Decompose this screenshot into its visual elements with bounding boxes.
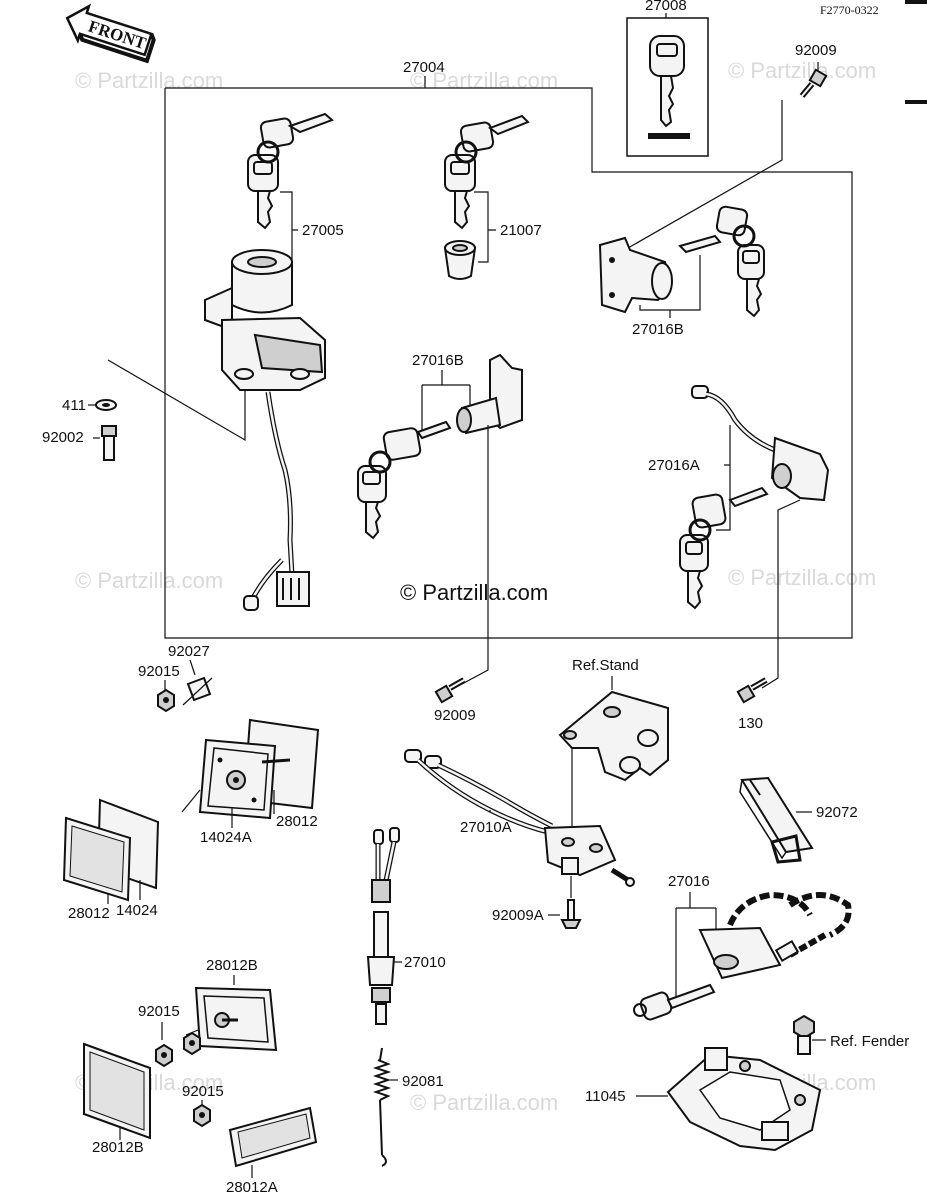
washer-411-hole [102, 403, 110, 407]
label-21007: 21007 [500, 222, 542, 239]
label-27008: 27008 [645, 0, 687, 14]
label-92081: 92081 [402, 1073, 444, 1090]
bolt-92002-icon [101, 425, 117, 461]
leader-92027-92015 [164, 659, 196, 690]
label-92009A: 92009A [492, 907, 544, 924]
label-92072: 92072 [816, 804, 858, 821]
edge-mark-top [905, 0, 927, 4]
leader-92009-to-lock [627, 100, 783, 249]
stand-bracket-icon [558, 690, 669, 782]
nut-92015-c-icon [193, 1103, 211, 1128]
leader-14024A-diag [181, 789, 201, 813]
reflector-left-icon [62, 798, 160, 902]
leader-411-92002 [107, 359, 246, 442]
leader-92009-mid-up [461, 425, 489, 685]
blank-key-icon [649, 35, 685, 128]
helmet-lock-cable-icon [679, 385, 830, 610]
label-27016B-right: 27016B [632, 321, 684, 338]
label-92009-top: 92009 [795, 42, 837, 59]
front-arrow-icon: FRONT [65, 3, 156, 64]
assembly-frame [164, 87, 853, 639]
ignition-keys-icon [247, 112, 334, 230]
key-tag-bar [648, 133, 690, 139]
label-11045: 11045 [585, 1088, 626, 1105]
stand-switch-icon [404, 749, 635, 887]
label-28012A: 28012A [226, 1179, 278, 1196]
leader-27016A [716, 425, 731, 531]
leader-21007 [474, 191, 496, 263]
screw-92009A-icon [560, 899, 582, 929]
bolt-92009-mid-icon [434, 677, 466, 704]
lock-cylinder-icon [443, 240, 477, 280]
leader-130-up [761, 499, 801, 689]
leader-27016 [675, 892, 717, 1000]
center-brand: © Partzilla.com [400, 580, 548, 605]
seat-lock-keys-icon [444, 114, 530, 230]
label-92015-c: 92015 [182, 1083, 224, 1100]
key-card-box [626, 17, 709, 157]
watermark-2: © Partzilla.com [410, 68, 558, 93]
label-27016: 27016 [668, 873, 710, 890]
label-14024: 14024 [116, 902, 158, 919]
nut-92015-b-icon [155, 1031, 201, 1068]
label-27016B-mid: 27016B [412, 352, 464, 369]
reflector-28012B-icon [83, 1042, 151, 1140]
label-27005: 27005 [302, 222, 344, 239]
label-27016A: 27016A [648, 457, 700, 474]
label-28012B-a: 28012B [206, 957, 258, 974]
label-92002: 92002 [42, 429, 84, 446]
spring-92081-icon [372, 1047, 392, 1167]
reflector-28012A-icon [228, 1106, 318, 1168]
bolt-ref-fender-icon [793, 1014, 815, 1055]
helmet-lock-right-icon [598, 205, 765, 318]
ignition-switch-icon [204, 249, 326, 391]
label-92009-mid: 92009 [434, 707, 476, 724]
reflector-28012B-mount-icon [194, 986, 278, 1052]
nut-92015-a-icon [157, 688, 175, 713]
strap-92072-icon [739, 776, 814, 864]
label-28012-b: 28012 [68, 905, 110, 922]
watermark-7: © Partzilla.com [410, 1090, 558, 1115]
label-92027: 92027 [168, 643, 210, 660]
label-92015-a: 92015 [138, 663, 180, 680]
watermark-1: © Partzilla.com [75, 68, 223, 93]
edge-mark-mid [905, 100, 927, 104]
leader-27016B-mid [421, 370, 471, 432]
reflector-mount-icon [198, 718, 320, 820]
label-92015-b: 92015 [138, 1003, 180, 1020]
leader-27016B-right [639, 255, 701, 318]
bracket-11045-icon [666, 1047, 822, 1152]
leader-92027-diag [182, 677, 213, 706]
label-ref-stand: Ref.Stand [572, 657, 639, 674]
leader-14024A-28012 [231, 790, 275, 828]
label-27010: 27010 [404, 954, 446, 971]
label-130: 130 [738, 715, 763, 732]
label-28012-a: 28012 [276, 813, 318, 830]
label-ref-fender: Ref. Fender [830, 1033, 909, 1050]
label-27004: 27004 [403, 59, 445, 76]
label-28012B-b: 28012B [92, 1139, 144, 1156]
watermark-4: © Partzilla.com [75, 568, 223, 593]
bolt-92009-top-icon [799, 68, 828, 98]
helmet-lock-mid-icon [357, 353, 523, 540]
label-411: 411 [62, 397, 86, 414]
label-27010A: 27010A [460, 819, 512, 836]
watermark-3: © Partzilla.com [728, 58, 876, 83]
figure-code: F2770-0322 [820, 3, 879, 17]
watermark-5: © Partzilla.com [728, 565, 876, 590]
chain-lock-icon [633, 891, 852, 1021]
bolt-130-icon [736, 677, 768, 704]
ignition-wire-icon [243, 391, 310, 611]
brake-switch-icon [366, 827, 400, 1025]
leader-28012-14024 [107, 880, 141, 904]
label-14024A: 14024A [200, 829, 252, 846]
